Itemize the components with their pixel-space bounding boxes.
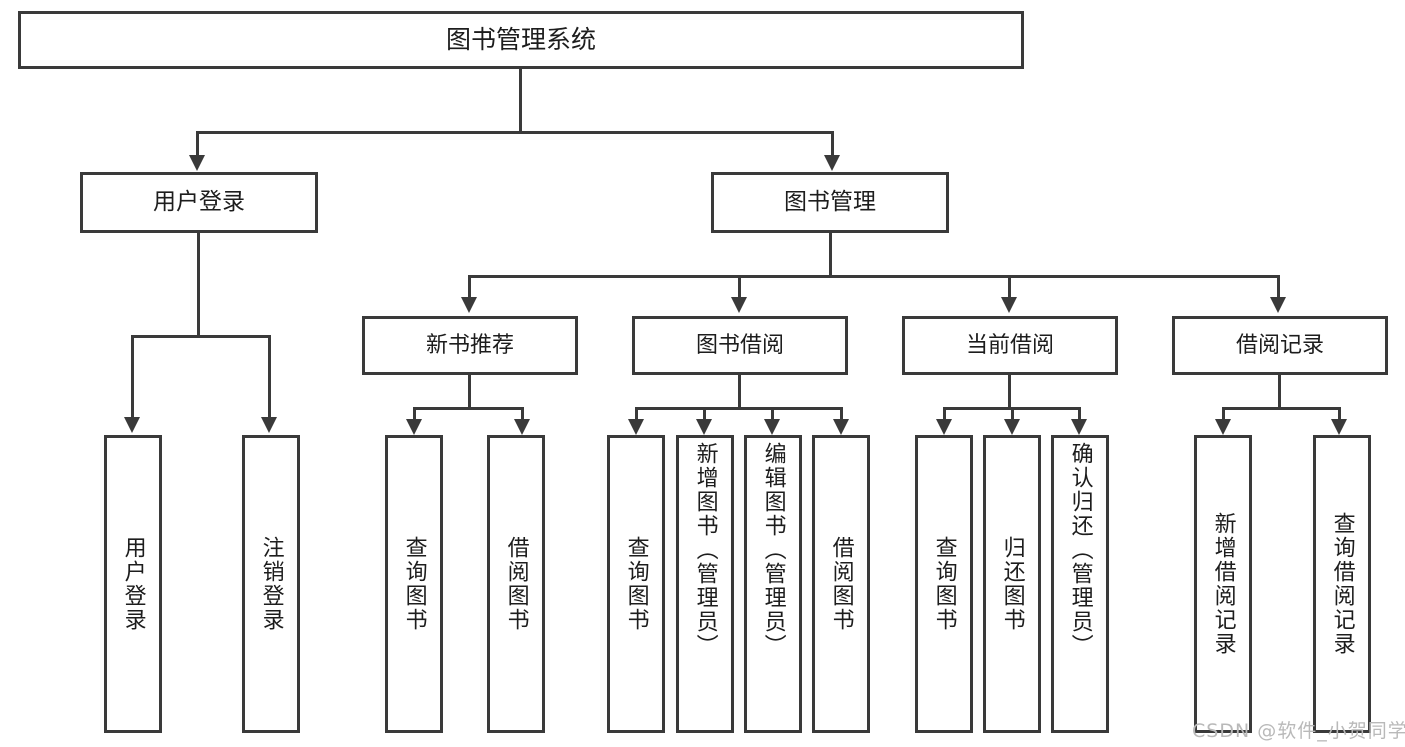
connector-user-login-stem: [197, 233, 200, 335]
connector-book-borrow-stem: [738, 375, 741, 407]
leaf-new-book-borrow: 借阅图书: [487, 435, 545, 733]
arrow-new-book-leaf-0: [406, 419, 422, 435]
node-label: 借阅记录: [1235, 332, 1324, 358]
arrow-book-manage-to-new-book: [461, 297, 477, 313]
node-label: 查询图书: [401, 536, 427, 632]
node-label: 查询借阅记录: [1329, 512, 1355, 656]
connector-borrow-record-stem: [1278, 375, 1281, 407]
connector-book-borrow-bus: [635, 407, 843, 410]
arrow-book-borrow-leaf-0: [628, 419, 644, 435]
connector-new-book-leaf-0: [413, 407, 416, 419]
connector-book-borrow-leaf-0: [635, 407, 638, 419]
leaf-book-borrow-query: 查询图书: [607, 435, 665, 733]
arrow-new-book-leaf-1: [514, 419, 530, 435]
leaf-current-borrow-confirm-return: 确认归还（管理员）: [1051, 435, 1109, 733]
connector-root-bus: [196, 131, 834, 134]
node-label: 查询图书: [931, 536, 957, 632]
connector-user-login-leaf-0: [131, 335, 134, 417]
connector-current-borrow-leaf-0: [943, 407, 946, 419]
arrow-book-manage-to-book-borrow: [731, 297, 747, 313]
arrow-user-login-leaf-0: [124, 417, 140, 433]
arrow-current-borrow-leaf-1: [1004, 419, 1020, 435]
connector-book-manage-to-book-borrow: [738, 275, 741, 297]
connector-book-borrow-leaf-1: [703, 407, 706, 419]
arrow-user-login-leaf-1: [261, 417, 277, 433]
node-label: 注销登录: [258, 536, 284, 632]
node-user-login: 用户登录: [80, 172, 318, 233]
node-label: 新增借阅记录: [1210, 512, 1236, 656]
connector-new-book-leaf-1: [521, 407, 524, 419]
node-label: 图书借阅: [695, 332, 784, 358]
node-label: 借阅图书: [503, 536, 529, 632]
node-label: 图书管理系统: [445, 24, 596, 54]
node-borrow-record: 借阅记录: [1172, 316, 1388, 375]
node-label: 借阅图书: [828, 536, 854, 632]
connector-book-manage-to-current-borrow: [1008, 275, 1011, 297]
arrow-borrow-record-leaf-1: [1331, 419, 1347, 435]
connector-book-manage-to-new-book: [468, 275, 471, 297]
leaf-current-borrow-return: 归还图书: [983, 435, 1041, 733]
arrow-book-manage-to-borrow-record: [1270, 297, 1286, 313]
node-label: 确认归还（管理员）: [1067, 442, 1093, 658]
node-label: 用户登录: [120, 536, 146, 632]
connector-root-to-book-manage: [831, 131, 834, 155]
arrow-root-to-book-manage: [824, 155, 840, 171]
node-label: 查询图书: [623, 536, 649, 632]
connector-new-book-stem: [468, 375, 471, 407]
arrow-book-borrow-leaf-1: [696, 419, 712, 435]
leaf-borrow-record-query: 查询借阅记录: [1313, 435, 1371, 733]
arrow-current-borrow-leaf-0: [936, 419, 952, 435]
arrow-root-to-user-login: [189, 155, 205, 171]
node-label: 当前借阅: [965, 332, 1054, 358]
leaf-user-login-logout: 注销登录: [242, 435, 300, 733]
node-current-borrow: 当前借阅: [902, 316, 1118, 375]
connector-book-borrow-leaf-3: [840, 407, 843, 419]
node-label: 新增图书（管理员）: [692, 442, 718, 658]
leaf-book-borrow-edit: 编辑图书（管理员）: [744, 435, 802, 733]
connector-current-borrow-stem: [1008, 375, 1011, 407]
connector-borrow-record-bus: [1222, 407, 1341, 410]
arrow-book-borrow-leaf-3: [833, 419, 849, 435]
node-label: 编辑图书（管理员）: [760, 442, 786, 658]
leaf-current-borrow-query: 查询图书: [915, 435, 973, 733]
connector-book-manage-bus: [468, 275, 1280, 278]
node-book-management: 图书管理: [711, 172, 949, 233]
node-book-borrow: 图书借阅: [632, 316, 848, 375]
node-label: 用户登录: [153, 189, 245, 216]
connector-user-login-bus: [131, 335, 270, 338]
connector-root-stem: [519, 69, 522, 131]
leaf-user-login-login: 用户登录: [104, 435, 162, 733]
connector-borrow-record-leaf-1: [1338, 407, 1341, 419]
node-new-book-recommend: 新书推荐: [362, 316, 578, 375]
arrow-current-borrow-leaf-2: [1071, 419, 1087, 435]
leaf-book-borrow-add: 新增图书（管理员）: [676, 435, 734, 733]
connector-current-borrow-leaf-2: [1078, 407, 1081, 419]
connector-book-borrow-leaf-2: [771, 407, 774, 419]
arrow-book-manage-to-current-borrow: [1001, 297, 1017, 313]
node-label: 归还图书: [999, 536, 1025, 632]
leaf-book-borrow-borrow: 借阅图书: [812, 435, 870, 733]
node-root-system: 图书管理系统: [18, 11, 1024, 69]
connector-root-to-user-login: [196, 131, 199, 155]
node-label: 图书管理: [784, 189, 876, 216]
arrow-borrow-record-leaf-0: [1215, 419, 1231, 435]
connector-new-book-bus: [413, 407, 524, 410]
connector-user-login-leaf-1: [268, 335, 271, 417]
leaf-borrow-record-add: 新增借阅记录: [1194, 435, 1252, 733]
connector-book-manage-to-borrow-record: [1277, 275, 1280, 297]
connector-current-borrow-leaf-1: [1011, 407, 1014, 419]
connector-book-manage-stem: [829, 233, 832, 275]
leaf-new-book-query: 查询图书: [385, 435, 443, 733]
connector-borrow-record-leaf-0: [1222, 407, 1225, 419]
arrow-book-borrow-leaf-2: [764, 419, 780, 435]
node-label: 新书推荐: [425, 332, 514, 358]
